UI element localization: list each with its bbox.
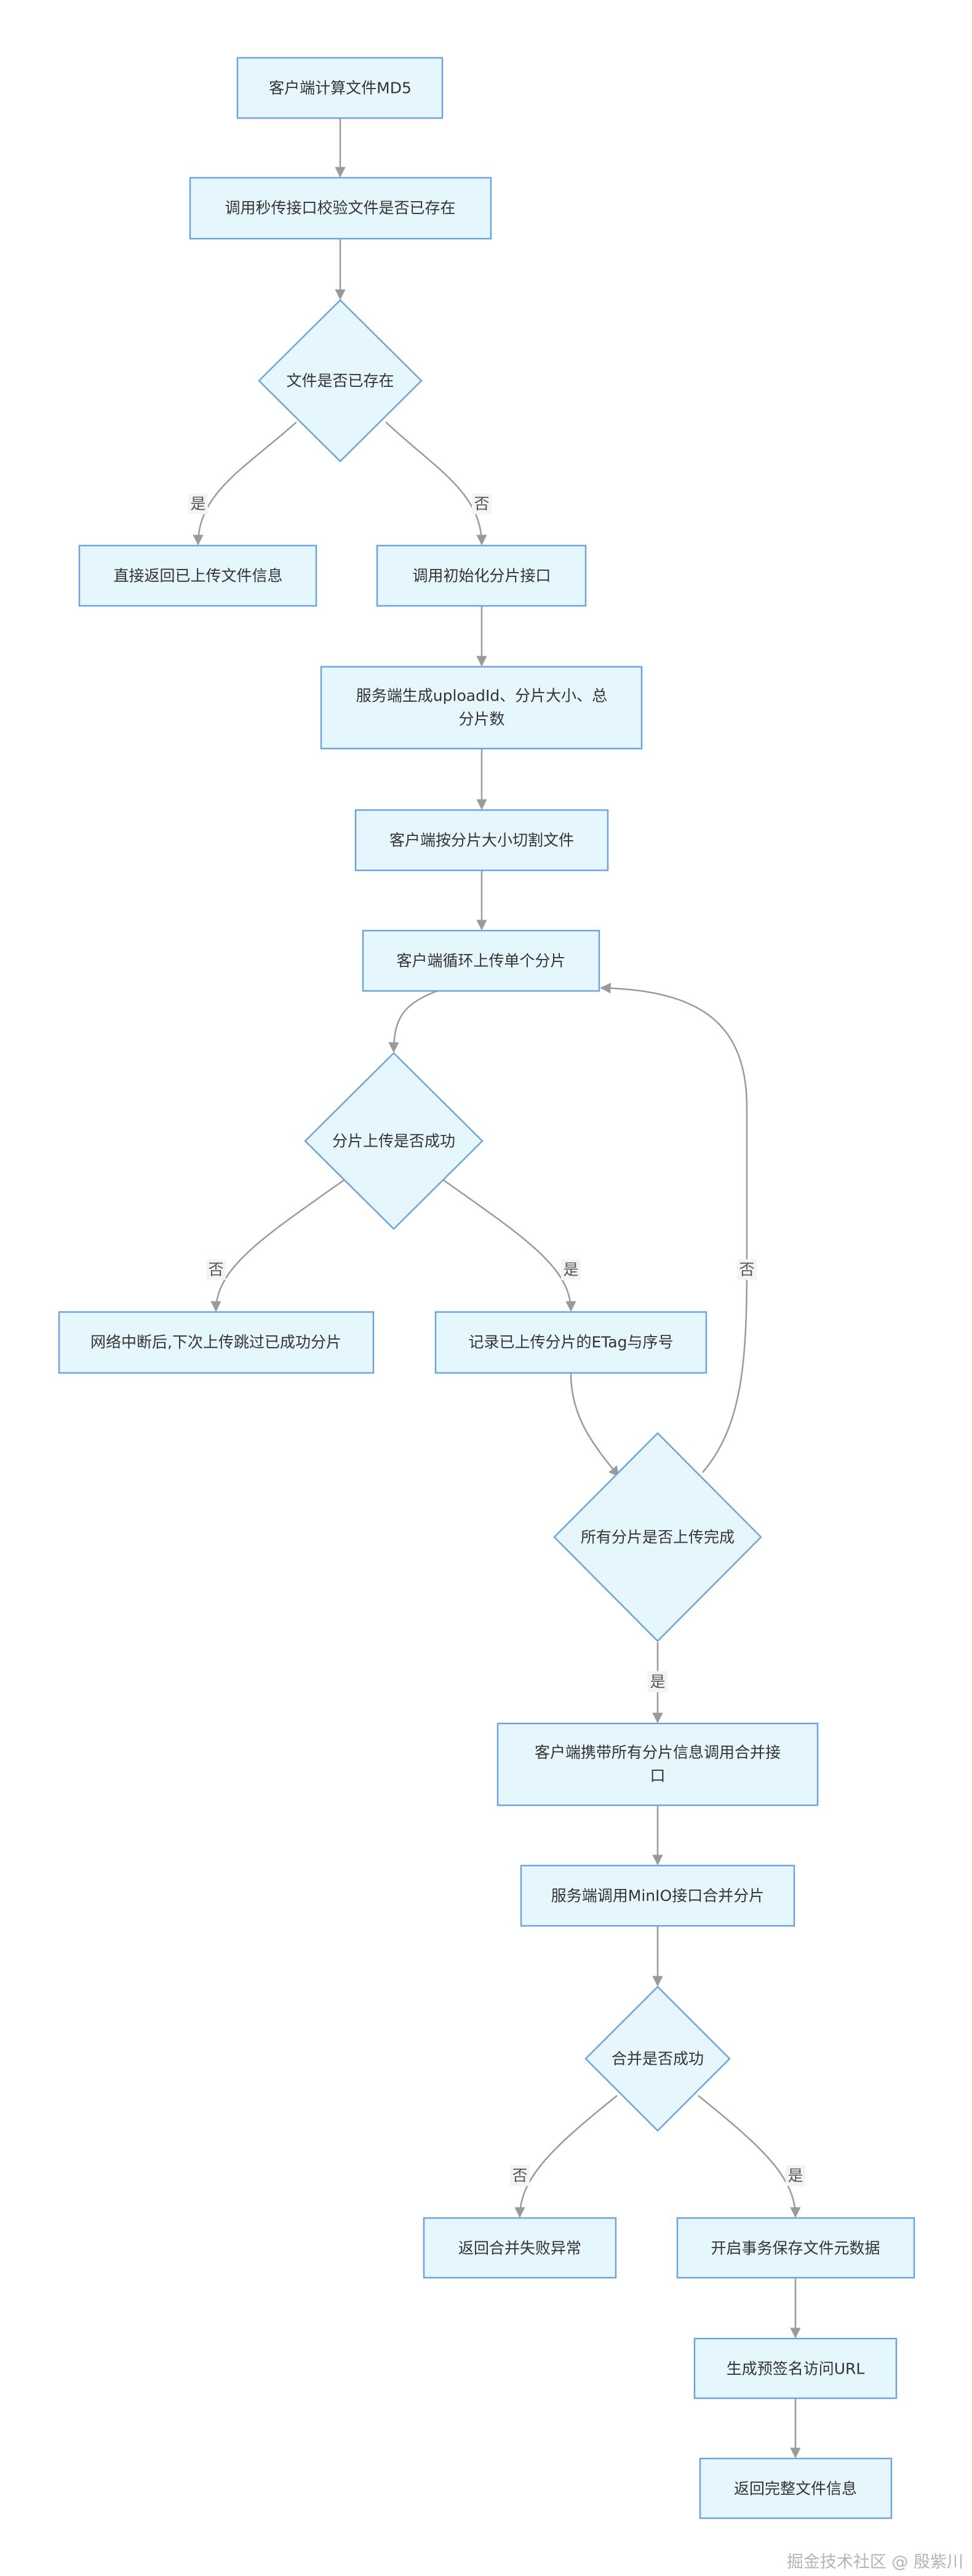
node-return-info: 直接返回已上传文件信息: [78, 544, 317, 607]
edge-exists-no: [385, 421, 487, 546]
node-presign-url: 生成预签名访问URL: [693, 2337, 898, 2399]
node-call-merge-line1: 客户端携带所有分片信息调用合并接: [535, 1744, 781, 1762]
label-chunk-no: 否: [208, 1261, 223, 1279]
node-network-break: 网络中断后,下次上传跳过已成功分片: [58, 1311, 375, 1374]
node-client-loop-text: 客户端循环上传单个分片: [396, 952, 565, 970]
decision-chunk-success-text: 分片上传是否成功: [332, 1132, 455, 1150]
node-md5: 客户端计算文件MD5: [236, 57, 444, 119]
edge-labels: 是 否 否 是 否 是 否 是: [188, 493, 805, 2186]
edge-exists-yes: [193, 421, 297, 546]
node-md5-text: 客户端计算文件MD5: [269, 79, 412, 97]
decision-all-done: 所有分片是否上传完成: [553, 1432, 762, 1642]
edge-merge-no: [514, 2095, 618, 2218]
decision-merge-success-text: 合并是否成功: [611, 2050, 704, 2068]
node-init-multipart: 调用初始化分片接口: [376, 544, 587, 607]
label-exists-yes: 是: [190, 495, 205, 513]
label-merge-no: 否: [512, 2167, 527, 2185]
watermark: 掘金技术社区 @ 殷紫川: [786, 2553, 963, 2572]
decision-chunk-success: 分片上传是否成功: [304, 1052, 484, 1230]
node-merge-fail-text: 返回合并失败异常: [458, 2240, 581, 2257]
node-save-meta: 开启事务保存文件元数据: [676, 2217, 915, 2279]
node-record-etag: 记录已上传分片的ETag与序号: [434, 1311, 707, 1374]
edge-record-to-all: [570, 1372, 620, 1477]
node-minio-merge: 服务端调用MinIO接口合并分片: [520, 1864, 795, 1927]
label-chunk-yes: 是: [563, 1261, 578, 1279]
edge-chunk-no: [210, 1175, 349, 1312]
label-all-yes: 是: [650, 1673, 665, 1691]
edge-all-no-loop: [600, 982, 748, 1473]
node-instant-upload-text: 调用秒传接口校验文件是否已存在: [225, 199, 455, 217]
node-call-merge-line2: 口: [650, 1767, 665, 1785]
node-client-split: 客户端按分片大小切割文件: [354, 809, 609, 872]
node-presign-url-text: 生成预签名访问URL: [727, 2360, 865, 2378]
edge-loop-to-chunk: [388, 988, 441, 1053]
node-client-split-text: 客户端按分片大小切割文件: [389, 832, 574, 849]
node-server-gen-line2: 分片数: [458, 710, 504, 728]
node-return-full-text: 返回完整文件信息: [734, 2480, 857, 2498]
node-record-etag-text: 记录已上传分片的ETag与序号: [468, 1334, 673, 1351]
decision-file-exists-text: 文件是否已存在: [286, 372, 394, 390]
node-return-info-text: 直接返回已上传文件信息: [113, 567, 282, 585]
node-init-multipart-text: 调用初始化分片接口: [412, 567, 551, 585]
node-minio-merge-text: 服务端调用MinIO接口合并分片: [551, 1887, 764, 1905]
node-network-break-text: 网络中断后,下次上传跳过已成功分片: [90, 1334, 341, 1351]
node-client-loop: 客户端循环上传单个分片: [362, 929, 600, 992]
node-server-gen: 服务端生成uploadId、分片大小、总 分片数: [320, 666, 643, 750]
decision-file-exists: 文件是否已存在: [258, 299, 423, 463]
node-server-gen-line1: 服务端生成uploadId、分片大小、总: [356, 687, 607, 705]
node-return-full: 返回完整文件信息: [699, 2457, 893, 2519]
edge-merge-yes: [698, 2095, 801, 2218]
decision-all-done-text: 所有分片是否上传完成: [581, 1529, 735, 1546]
decision-merge-success: 合并是否成功: [584, 1986, 731, 2132]
node-merge-fail: 返回合并失败异常: [423, 2217, 617, 2279]
node-instant-upload: 调用秒传接口校验文件是否已存在: [189, 177, 492, 240]
edge-chunk-yes: [438, 1175, 576, 1312]
label-exists-no: 否: [474, 495, 489, 513]
node-call-merge: 客户端携带所有分片信息调用合并接 口: [496, 1722, 819, 1807]
edges: [193, 118, 801, 2459]
label-merge-yes: 是: [787, 2167, 803, 2185]
node-save-meta-text: 开启事务保存文件元数据: [711, 2240, 880, 2257]
label-all-no: 否: [739, 1261, 754, 1279]
